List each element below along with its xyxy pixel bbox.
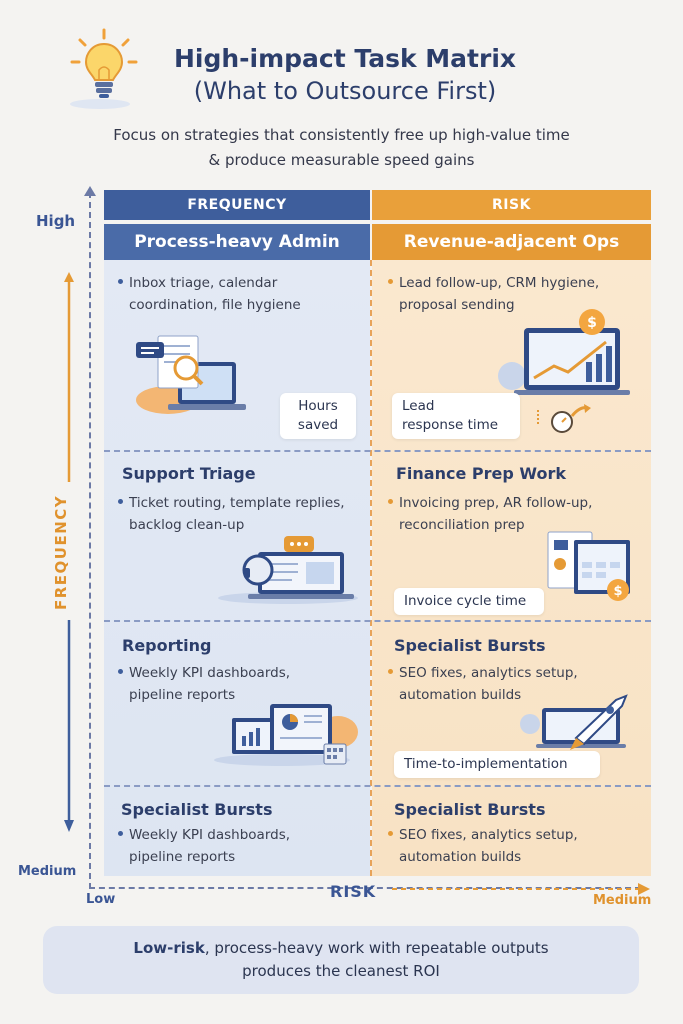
frequency-down-arrow-icon: [64, 620, 74, 832]
risk-column-header: RISK: [372, 190, 651, 220]
x-axis-line: [89, 887, 641, 889]
cell-r2-left-line2: backlog clean-up: [129, 517, 245, 533]
time-to-implementation-chip: Time-to-implementation: [394, 751, 600, 778]
cell-r3-right-text: SEO fixes, analytics setup, automation b…: [388, 662, 648, 706]
specialist-bursts-right-title: Specialist Bursts: [394, 800, 546, 819]
bullet-icon: [118, 668, 123, 674]
cell-r3-right-line1: SEO fixes, analytics setup,: [399, 665, 578, 681]
subtitle-line-2: & produce measurable speed gains: [208, 151, 475, 169]
support-triage-title: Support Triage: [122, 464, 256, 483]
lightbulb-icon: [70, 28, 138, 109]
cell-r4-right-text: SEO fixes, analytics setup, automation b…: [388, 824, 648, 868]
cell-r2-right-line1: Invoicing prep, AR follow-up,: [399, 495, 593, 511]
invoice-documents-icon: $: [547, 531, 630, 601]
cell-r3-right-line2: automation builds: [399, 687, 522, 703]
cell-r2-left-line1: Ticket routing, template replies,: [129, 495, 345, 511]
bullet-icon: [388, 668, 393, 674]
bullet-icon: [388, 278, 393, 284]
y-axis-medium-label: Medium: [18, 864, 77, 879]
page-subtitle: Focus on strategies that consistently fr…: [30, 123, 653, 173]
task-matrix: FREQUENCY RISK Process-heavy Admin Reven…: [104, 190, 651, 876]
page-title-sub: (What to Outsource First): [193, 77, 497, 105]
x-axis-medium-label: Medium: [593, 893, 652, 908]
cell-r4-right-line1: SEO fixes, analytics setup,: [399, 827, 578, 843]
bullet-icon: [388, 498, 393, 504]
cell-r1-left-line2: coordination, file hygiene: [129, 297, 301, 313]
footer-line2: produces the cleanest ROI: [242, 962, 440, 980]
cell-r3-left-line1: Weekly KPI dashboards,: [129, 665, 291, 681]
column-divider: [370, 260, 372, 876]
hours-saved-line1: Hours: [298, 398, 338, 414]
page-title: High-impact Task Matrix: [173, 44, 517, 73]
y-axis-arrowhead-icon: [84, 186, 96, 196]
cell-r3-left-text: Weekly KPI dashboards, pipeline reports: [118, 662, 368, 706]
cell-r2-right-text: Invoicing prep, AR follow-up, reconcilia…: [388, 492, 648, 536]
bullet-icon: [118, 830, 123, 836]
subtitle-line-1: Focus on strategies that consistently fr…: [113, 126, 570, 144]
cell-r3-left-line2: pipeline reports: [129, 687, 236, 703]
cell-r1-left-line1: Inbox triage, calendar: [129, 275, 278, 291]
y-axis-line: [89, 192, 91, 889]
revenue-adjacent-ops-header: Revenue-adjacent Ops: [372, 224, 651, 260]
bullet-icon: [118, 278, 123, 284]
cell-r4-left-text: Weekly KPI dashboards, pipeline reports: [118, 824, 368, 868]
x-axis-title: RISK: [330, 882, 377, 901]
hours-saved-chip: Hours saved: [280, 393, 356, 439]
y-axis-high-label: High: [36, 212, 76, 230]
kpi-dashboard-monitor-icon: [214, 704, 358, 766]
rocket-laptop-icon: [520, 694, 628, 750]
sales-chart-monitor-icon: $: [498, 309, 630, 395]
process-heavy-admin-header: Process-heavy Admin: [104, 224, 370, 260]
cell-r1-right-text: Lead follow-up, CRM hygiene, proposal se…: [388, 272, 648, 316]
bullet-icon: [118, 498, 123, 504]
specialist-bursts-left-title: Specialist Bursts: [121, 800, 273, 819]
row-divider: [104, 620, 651, 622]
row-divider: [104, 450, 651, 452]
reporting-title: Reporting: [122, 636, 212, 655]
lead-response-line1: Lead: [402, 398, 435, 414]
cell-r4-left-line1: Weekly KPI dashboards,: [129, 827, 291, 843]
cell-r4-left-line2: pipeline reports: [129, 849, 236, 865]
frequency-axis-title: FREQUENCY: [52, 494, 70, 610]
footer-line1: , process-heavy work with repeatable out…: [204, 939, 549, 957]
cell-r1-left-text: Inbox triage, calendar coordination, fil…: [118, 272, 368, 316]
cell-r4-right-line2: automation builds: [399, 849, 522, 865]
support-headset-laptop-icon: [218, 536, 358, 604]
finance-prep-work-title: Finance Prep Work: [396, 464, 566, 483]
bullet-icon: [388, 830, 393, 836]
cell-r2-left-text: Ticket routing, template replies, backlo…: [118, 492, 368, 536]
lead-response-chip: Lead response time: [392, 393, 520, 439]
row-divider: [104, 785, 651, 787]
svg-text:$: $: [613, 584, 622, 599]
document-search-laptop-icon: [136, 335, 246, 414]
stopwatch-icon: [537, 404, 591, 433]
svg-text:$: $: [587, 315, 597, 331]
specialist-bursts-title: Specialist Bursts: [394, 636, 546, 655]
hours-saved-line2: saved: [297, 417, 339, 433]
x-axis-low-label: Low: [86, 892, 116, 907]
footer-bold: Low-risk: [133, 939, 205, 957]
lead-response-line2: response time: [402, 417, 499, 433]
cell-r2-right-line2: reconciliation prep: [399, 517, 525, 533]
risk-arrow-icon: [392, 883, 650, 895]
footer-callout: Low-risk, process-heavy work with repeat…: [43, 926, 639, 994]
cell-r1-right-line2: proposal sending: [399, 297, 515, 313]
cell-r1-right-line1: Lead follow-up, CRM hygiene,: [399, 275, 600, 291]
frequency-column-header: FREQUENCY: [104, 190, 370, 220]
invoice-cycle-time-chip: Invoice cycle time: [394, 588, 544, 615]
frequency-up-arrow-icon: [64, 272, 74, 482]
